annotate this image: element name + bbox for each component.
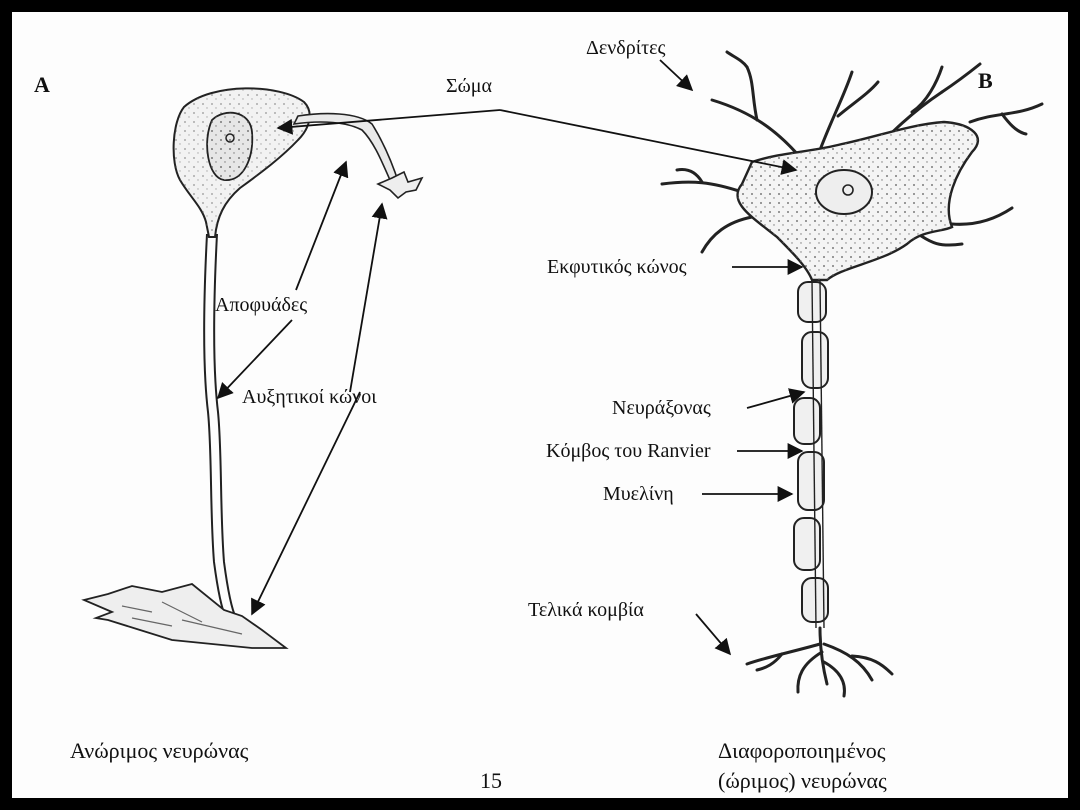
label-terminal-buttons: Τελικά κομβία <box>528 600 644 620</box>
label-node-of-ranvier: Κόμβος του Ranvier <box>546 441 711 461</box>
large-growth-cone <box>84 584 286 648</box>
small-growth-cone <box>378 172 422 198</box>
label-dendrites: Δενδρίτες <box>586 38 665 58</box>
label-myelin: Μυελίνη <box>603 484 674 504</box>
label-axon: Νευράξονας <box>612 398 711 418</box>
caption-mature-neuron-line1: Διαφοροποιημένος <box>718 736 886 766</box>
panel-b-letter: B <box>978 70 993 92</box>
caption-immature-neuron: Ανώριμος νευρώνας <box>70 736 248 766</box>
label-growth-cones: Αυξητικοί κώνοι <box>242 387 377 407</box>
page-number: 15 <box>480 766 502 796</box>
mature-neuron <box>662 52 1042 696</box>
label-soma: Σώμα <box>446 76 492 96</box>
label-axon-hillock: Εκφυτικός κώνος <box>547 257 687 277</box>
immature-neuron <box>84 88 422 648</box>
annotation-arrows <box>218 60 804 654</box>
diagram-frame: A B Σώμα Δενδρίτες Αποφυάδες Αυξητικοί κ… <box>12 12 1068 798</box>
label-processes: Αποφυάδες <box>215 295 307 315</box>
caption-mature-neuron-line2: (ώριμος) νευρώνας <box>718 766 887 796</box>
neuron-diagram <box>12 12 1068 798</box>
panel-a-letter: A <box>34 74 50 96</box>
